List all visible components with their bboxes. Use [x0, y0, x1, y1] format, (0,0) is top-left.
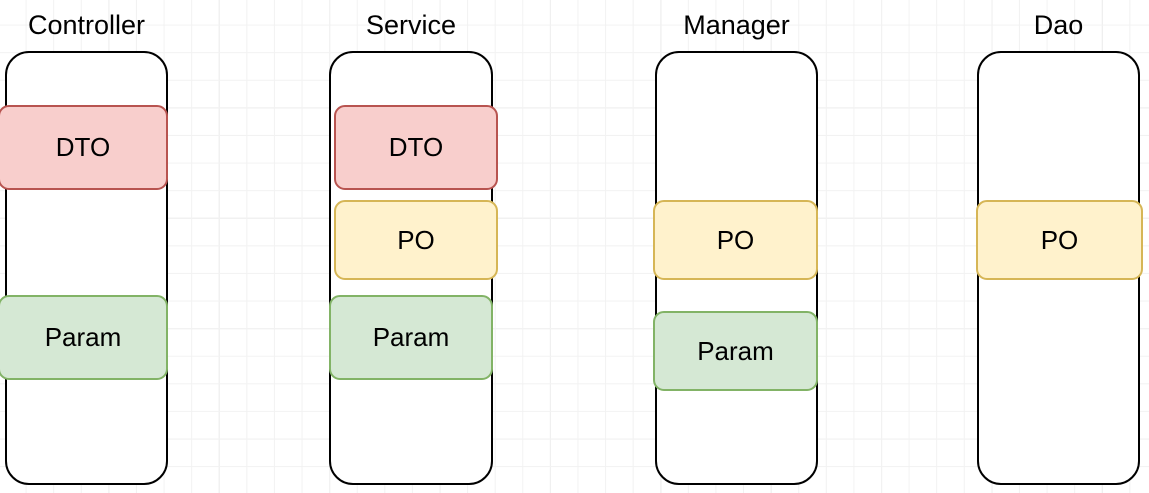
lane-title-dao: Dao	[1033, 10, 1084, 40]
block-label: PO	[397, 224, 435, 255]
lane-controller: Controller	[5, 0, 168, 493]
block-label: PO	[716, 224, 755, 255]
block-controller-dto[interactable]: DTO	[0, 105, 168, 190]
block-label: Param	[372, 322, 450, 352]
block-manager-param[interactable]: Param	[653, 311, 818, 391]
block-label: Param	[44, 322, 122, 352]
block-service-dto[interactable]: DTO	[334, 105, 498, 190]
block-label: DTO	[55, 132, 111, 162]
block-manager-po[interactable]: PO	[653, 200, 818, 280]
lane-title-controller: Controller	[27, 10, 146, 40]
lane-title-service: Service	[365, 10, 457, 40]
block-service-po[interactable]: PO	[334, 200, 498, 280]
block-label: DTO	[388, 132, 444, 162]
block-label: PO	[1040, 224, 1079, 255]
lane-title-manager: Manager	[683, 10, 790, 40]
block-dao-po[interactable]: PO	[976, 200, 1143, 280]
block-label: Param	[697, 335, 774, 366]
block-controller-param[interactable]: Param	[0, 295, 168, 380]
block-service-param[interactable]: Param	[329, 295, 493, 380]
